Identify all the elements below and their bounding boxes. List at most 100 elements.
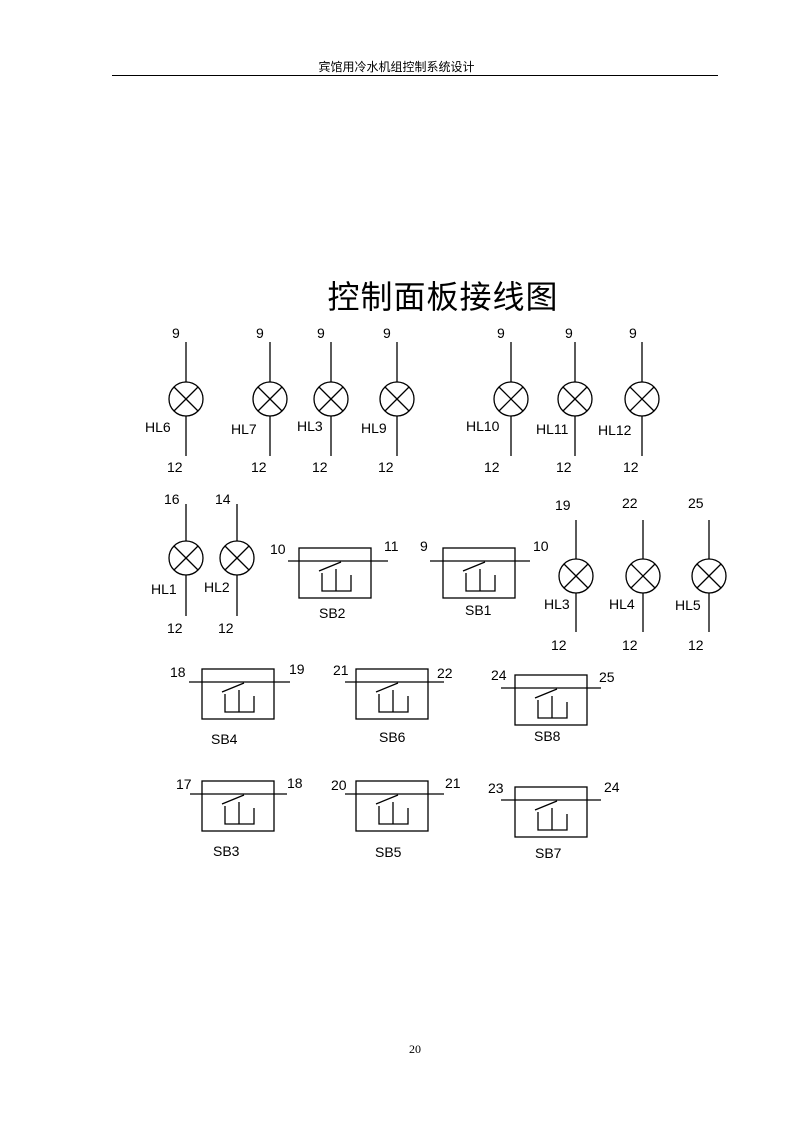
lamp-cross-line <box>630 563 656 589</box>
switch-left-terminal: 18 <box>170 664 186 680</box>
switch-actuator <box>224 690 255 713</box>
switch-contact-blade <box>221 682 245 693</box>
lamp-cross-line <box>224 545 250 571</box>
switch-left-terminal: 24 <box>491 667 507 683</box>
switch-left-terminal: 9 <box>420 538 428 554</box>
lamp-label: HL7 <box>231 421 257 437</box>
lamp-bottom-terminal: 12 <box>312 459 328 475</box>
switch-left-terminal: 10 <box>270 541 286 557</box>
lamp-bottom-terminal: 12 <box>688 637 704 653</box>
lamp-cross-line <box>318 386 344 412</box>
lamp-top-terminal: 9 <box>629 325 637 341</box>
lamp-bottom-terminal: 12 <box>378 459 394 475</box>
switch-label: SB7 <box>535 845 562 861</box>
switch-left-terminal: 21 <box>333 662 349 678</box>
lamp-top-terminal: 9 <box>172 325 180 341</box>
lamp-label: HL10 <box>466 418 500 434</box>
switch-box <box>442 547 516 599</box>
lamp-bottom-terminal: 12 <box>623 459 639 475</box>
switch-contact-blade <box>375 682 399 693</box>
switch-right-terminal: 11 <box>384 538 399 554</box>
switch-right-terminal: 25 <box>599 669 615 685</box>
lamp-label: HL2 <box>204 579 230 595</box>
switch-right-terminal: 21 <box>445 775 461 791</box>
switch-box <box>201 668 275 720</box>
switch-actuator <box>321 569 352 592</box>
switch-actuator <box>465 569 496 592</box>
switch-actuator <box>378 802 409 825</box>
lamp-top-terminal: 25 <box>688 495 704 511</box>
lamp-cross-line <box>629 386 655 412</box>
switch-box <box>355 668 429 720</box>
switch-contact-blade <box>221 794 245 805</box>
lamp-bottom-terminal: 12 <box>551 637 567 653</box>
lamp-cross-line <box>173 386 199 412</box>
lamp-label: HL5 <box>675 597 701 613</box>
header-title: 宾馆用冷水机组控制系统设计 <box>318 60 475 74</box>
switch-contact-blade <box>462 561 486 572</box>
lamp-top-terminal: 16 <box>164 491 180 507</box>
header-rule <box>112 75 718 76</box>
lamp-label: HL4 <box>609 596 635 612</box>
switch-box <box>514 674 588 726</box>
switch-contact-blade <box>534 688 558 699</box>
switch-contact-blade <box>375 794 399 805</box>
lamp-bottom-terminal: 12 <box>484 459 500 475</box>
lamp-label: HL3 <box>297 418 323 434</box>
switch-label: SB8 <box>534 728 561 744</box>
switch-label: SB6 <box>379 729 406 745</box>
switch-actuator <box>537 808 568 831</box>
lamp-label: HL6 <box>145 419 171 435</box>
lamp-bottom-terminal: 12 <box>167 459 183 475</box>
lamp-bottom-terminal: 12 <box>218 620 234 636</box>
switch-actuator <box>537 696 568 719</box>
lamp-top-terminal: 9 <box>383 325 391 341</box>
lamp-top-terminal: 14 <box>215 491 231 507</box>
switch-right-terminal: 19 <box>289 661 305 677</box>
switch-right-terminal: 24 <box>604 779 620 795</box>
switch-left-terminal: 17 <box>176 776 192 792</box>
switch-right-terminal: 10 <box>533 538 549 554</box>
lamp-bottom-terminal: 12 <box>622 637 638 653</box>
lamp-top-terminal: 9 <box>317 325 325 341</box>
switch-actuator <box>378 690 409 713</box>
lamp-cross-line <box>173 545 199 571</box>
switch-right-terminal: 22 <box>437 665 453 681</box>
switch-box <box>201 780 275 832</box>
switch-left-terminal: 23 <box>488 780 504 796</box>
switch-label: SB3 <box>213 843 240 859</box>
switch-contact-blade <box>318 561 342 572</box>
lamp-cross-line <box>563 563 589 589</box>
lamp-top-terminal: 9 <box>565 325 573 341</box>
lamp-label: HL9 <box>361 420 387 436</box>
lamp-top-terminal: 19 <box>555 497 571 513</box>
lamp-bottom-terminal: 12 <box>251 459 267 475</box>
lamp-top-terminal: 9 <box>256 325 264 341</box>
switch-box <box>514 786 588 838</box>
lamp-label: HL11 <box>536 421 569 437</box>
lamp-label: HL12 <box>598 422 632 438</box>
lamp-top-terminal: 22 <box>622 495 638 511</box>
lamp-cross-line <box>498 386 524 412</box>
switch-box <box>298 547 372 599</box>
lamp-cross-line <box>562 386 588 412</box>
